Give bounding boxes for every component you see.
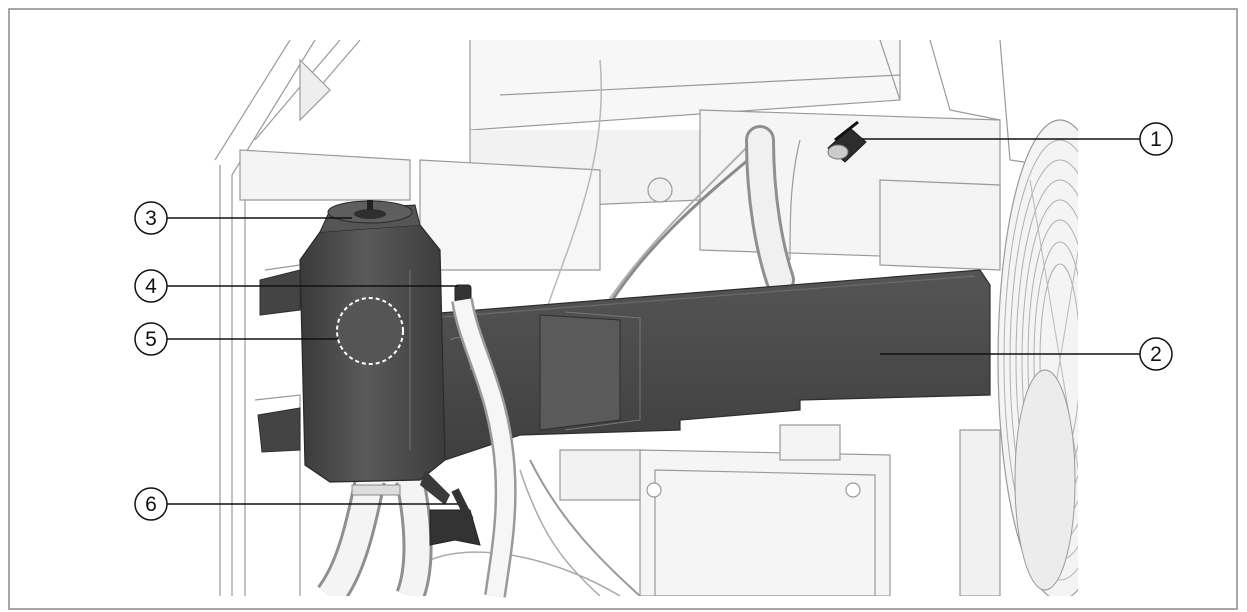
callout-circle [134,201,168,235]
fan-grille-icon [997,119,1078,596]
callout-4: 4 [134,269,168,303]
callout-3: 3 [134,201,168,235]
callout-circle [134,487,168,521]
callout-circle [1139,337,1173,371]
callout-label: 3 [145,207,157,230]
callout-circle [134,322,168,356]
callout-label: 6 [145,493,157,516]
callout-1: 1 [1139,122,1173,156]
drain-valve [351,470,481,546]
callout-label: 4 [145,275,157,298]
callout-lines [167,138,1140,505]
dashed-circle-marker-icon [336,297,404,365]
hose-connector [827,120,867,163]
overflow-hose [451,298,517,598]
water-tray [414,269,991,471]
water-tank [257,200,472,483]
callout-circle [1139,122,1173,156]
callout-6: 6 [134,487,168,521]
callout-5: 5 [134,322,168,356]
frame-border [8,8,1238,610]
callout-label: 1 [1150,128,1162,151]
callout-label: 5 [145,328,157,351]
callout-2: 2 [1139,337,1173,371]
callout-circle [134,269,168,303]
callout-label: 2 [1150,343,1162,366]
machine-illustration [214,40,1078,596]
